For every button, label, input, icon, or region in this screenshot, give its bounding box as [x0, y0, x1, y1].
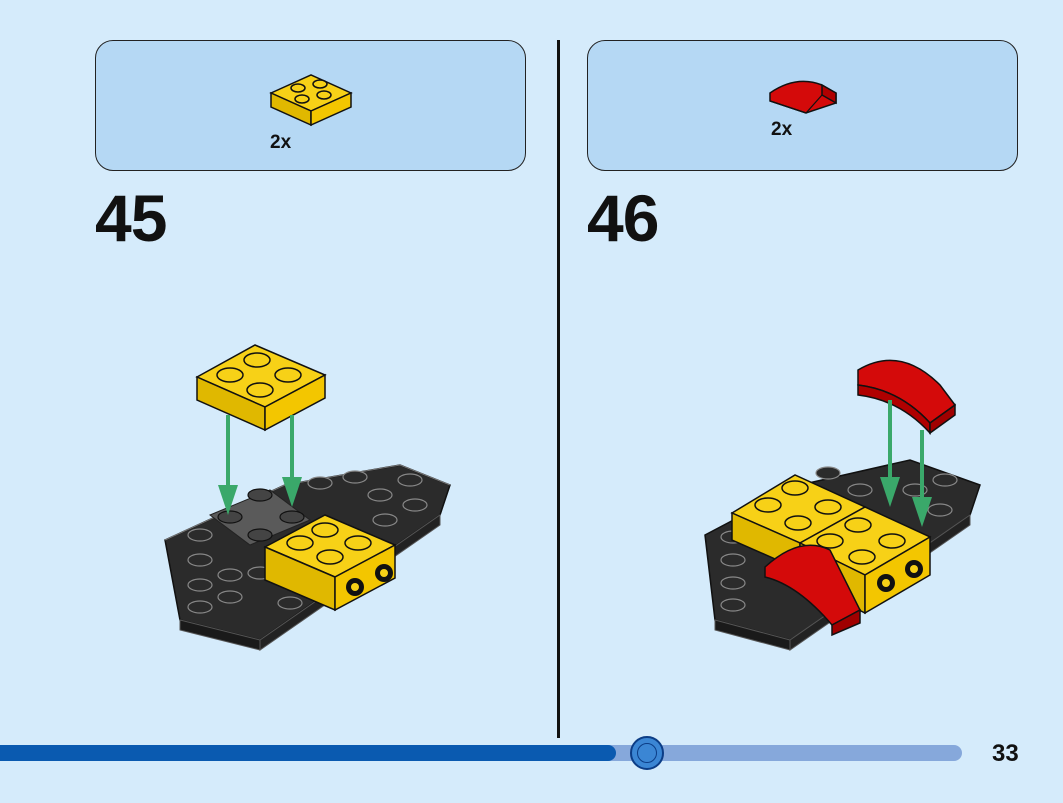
- step-46-build-illustration: [704, 359, 981, 651]
- step-number-46: 46: [587, 181, 659, 255]
- yellow-plate-2x2-icon: [269, 74, 353, 127]
- parts-callout-step-46: 2x: [587, 40, 1018, 171]
- progress-knob[interactable]: [630, 736, 664, 770]
- part-quantity: 2x: [270, 132, 292, 153]
- page-divider: [557, 40, 560, 738]
- progress-fill: [0, 745, 616, 761]
- parts-callout-step-45: 2x: [95, 40, 526, 171]
- page-number: 33: [992, 740, 1019, 767]
- step-number-45: 45: [95, 181, 167, 255]
- part-quantity: 2x: [771, 119, 793, 140]
- red-curved-slope-icon: [769, 80, 837, 114]
- step-45-build-illustration: [164, 344, 451, 651]
